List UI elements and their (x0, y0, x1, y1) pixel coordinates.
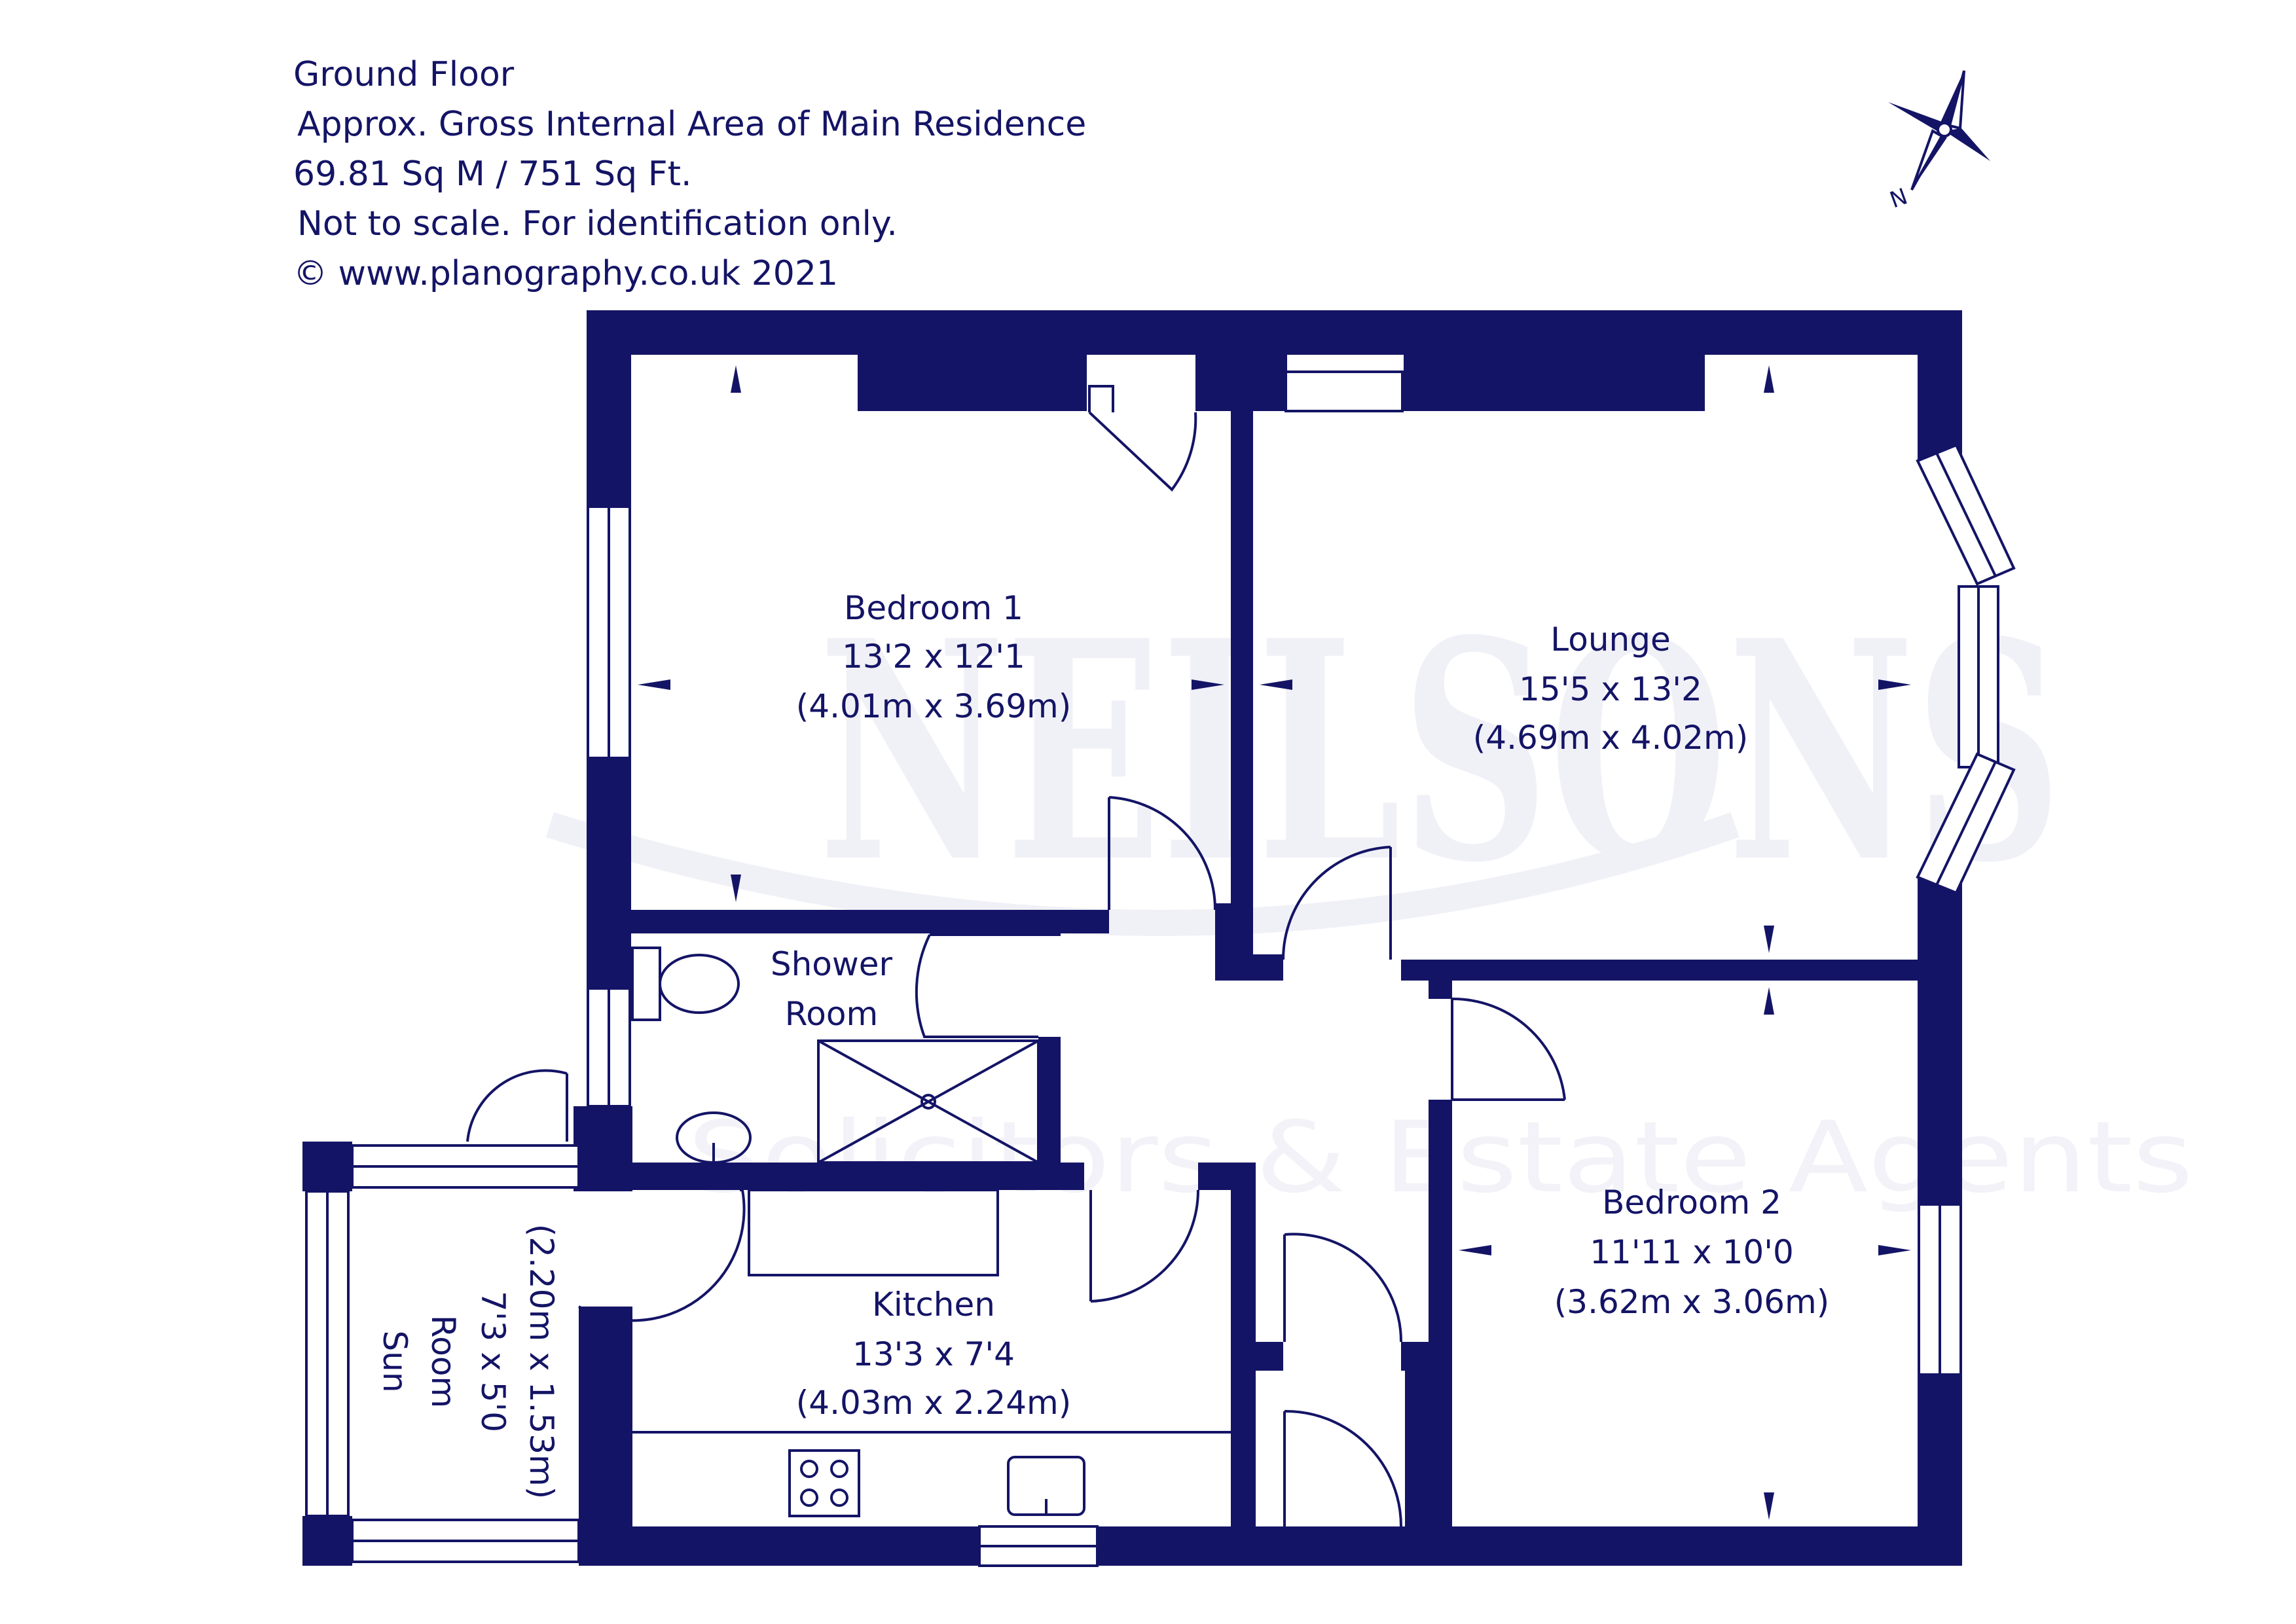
hob (788, 1449, 860, 1517)
toilet-bowl (659, 954, 740, 1014)
wall-bed2-left-top (1429, 981, 1452, 999)
compass-north-label: N (1886, 183, 1911, 213)
lounge-metric: (4.69m x 4.02m) (1473, 719, 1748, 757)
windows (305, 370, 2016, 1567)
floor-title: Ground Floor (293, 55, 515, 94)
wall-right-mid (1918, 877, 1962, 1204)
watermark-name: NEILSONS (818, 575, 2062, 929)
shower-tray (817, 1039, 1040, 1164)
wall-partition-bed1-lounge (1231, 411, 1253, 981)
wall-bed2-left-upper (1429, 1100, 1452, 1368)
wall-bottom-right (1405, 1526, 1962, 1566)
lounge-name: Lounge (1550, 621, 1670, 659)
area-value: 69.81 Sq M / 751 Sq Ft. (293, 154, 692, 194)
wall-kitchen-left (579, 1307, 632, 1566)
dimension-arrows (638, 365, 1911, 1520)
sun-door-swing (466, 1069, 568, 1142)
kitchen-unit-top (748, 1189, 999, 1276)
wall-right-top (1918, 310, 1962, 461)
shower-name-line1: Shower (771, 945, 893, 983)
kitchen-door-swing (1090, 1189, 1199, 1303)
sunroom-metric: (2.20m x 1.53m) (522, 1224, 560, 1499)
wall-lounge-top-block (1404, 353, 1705, 411)
sunroom-imperial: 7'3 x 5'0 (474, 1291, 512, 1432)
wall-bed1-bottom (631, 910, 1109, 933)
wall-partition-end (1215, 903, 1253, 981)
wall-left-upper (587, 310, 631, 507)
lounge-imperial: 15'5 x 13'2 (1519, 670, 1702, 708)
hall-door-swing (1284, 1233, 1403, 1343)
wall-hall-jamb2 (1401, 1342, 1430, 1371)
bedroom1-name: Bedroom 1 (844, 589, 1023, 627)
room-labels: Bedroom 1 13'2 x 12'1 (4.01m x 3.69m) Lo… (376, 589, 1829, 1499)
wall-kitchen-right (1231, 1163, 1256, 1526)
sunroom-name-line2: Room (424, 1315, 462, 1408)
front-door-swing (1284, 1409, 1402, 1527)
wall-left-step (574, 1106, 632, 1191)
bedroom1-imperial: 13'2 x 12'1 (842, 638, 1025, 676)
wall-sun-corner-bl (302, 1516, 352, 1566)
sunroom-label: Sun Room 7'3 x 5'0 (2.20m x 1.53m) (376, 1224, 560, 1499)
wall-shower-right (1038, 1037, 1061, 1190)
shower-door-swing (915, 934, 1038, 1038)
bedroom1-metric: (4.01m x 3.69m) (796, 687, 1071, 725)
shower-name-line2: Room (785, 995, 878, 1033)
sunroom-name-line1: Sun (376, 1330, 414, 1392)
bed2-door-leaf (1451, 999, 1565, 1101)
sun-kitchen-door-swing (578, 1189, 746, 1322)
wall-shower-bottom (631, 1163, 1084, 1190)
toilet-cistern (631, 947, 661, 1021)
cupboard-door (1088, 411, 1197, 492)
wall-pier (1195, 353, 1287, 411)
bedroom2-imperial: 11'11 x 10'0 (1590, 1233, 1794, 1271)
kitchen-metric: (4.03m x 2.24m) (796, 1384, 1071, 1422)
lounge-door-swing (1281, 846, 1391, 960)
kitchen-imperial: 13'3 x 7'4 (852, 1335, 1015, 1373)
cupboard-jamb (1088, 385, 1114, 412)
doors (466, 385, 1566, 1527)
wall-bed1-top-block (858, 353, 1087, 411)
bedroom2-name: Bedroom 2 (1602, 1183, 1781, 1221)
plan-info: Ground Floor Approx. Gross Internal Area… (293, 50, 1086, 298)
bed1-door-swing (1108, 796, 1217, 911)
bedroom2-metric: (3.62m x 3.06m) (1554, 1283, 1829, 1321)
wall-lounge-bottom (1401, 960, 1918, 981)
copyright-note: © www.planography.co.uk 2021 (293, 254, 839, 293)
window-lounge-top (1285, 370, 1404, 412)
wall-top (587, 310, 1962, 355)
fixtures (631, 947, 1231, 1517)
wall-bed2-left-lower (1405, 1368, 1452, 1566)
area-caption: Approx. Gross Internal Area of Main Resi… (297, 105, 1087, 144)
bed2-door-swing (1451, 997, 1566, 1100)
wall-bottom-left (587, 1526, 979, 1566)
kitchen-name: Kitchen (872, 1286, 995, 1324)
wall-bottom-mid (1097, 1526, 1405, 1566)
compass-icon: N (1886, 70, 1990, 213)
scale-note: Not to scale. For identification only. (297, 204, 898, 244)
wall-hall-jamb (1256, 1342, 1283, 1371)
